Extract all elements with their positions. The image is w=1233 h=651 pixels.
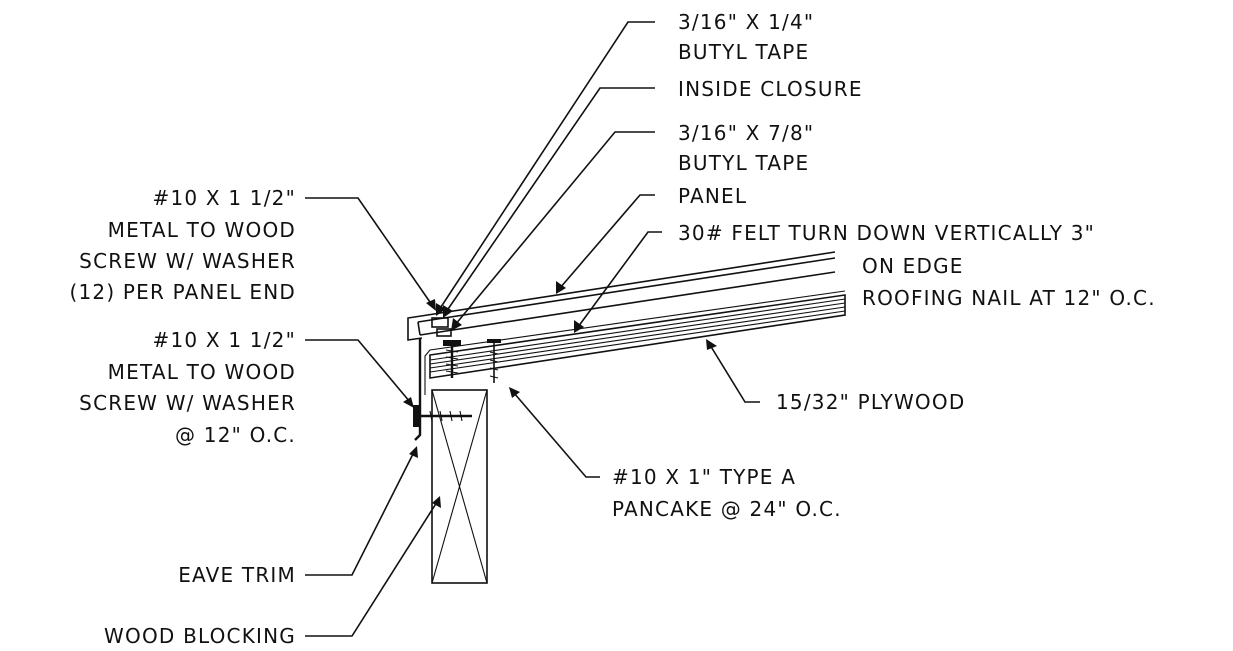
- leader-wood-blocking: [305, 496, 441, 637]
- wood-blocking: [431, 389, 488, 584]
- plywood-deck: [429, 294, 846, 379]
- label-line: #10 X 1 1/2": [153, 186, 297, 210]
- label-line: @ 12" O.C.: [175, 423, 296, 447]
- label-screw-panel-end: #10 X 1 1/2" METAL TO WOOD SCREW W/ WASH…: [69, 186, 297, 304]
- label-line: #10 X 1 1/2": [153, 328, 297, 352]
- label-line: #10 X 1" TYPE A: [612, 465, 796, 489]
- leader-butyl-small: [436, 21, 655, 316]
- felt-underlayment: [424, 290, 846, 395]
- leader-felt: [574, 231, 662, 333]
- leader-butyl-large: [451, 131, 655, 331]
- leader-screw-panel-end: [305, 197, 436, 311]
- leader-inside-closure: [443, 87, 655, 318]
- label-line: 3/16" X 7/8": [678, 121, 814, 145]
- label-pancake: #10 X 1" TYPE A PANCAKE @ 24" O.C.: [612, 465, 842, 521]
- trim-screw: [413, 405, 472, 427]
- label-line: METAL TO WOOD: [108, 360, 296, 384]
- leader-pancake: [509, 387, 600, 478]
- leader-screw-oc: [305, 339, 414, 408]
- label-plywood: 15/32" PLYWOOD: [776, 390, 965, 414]
- label-line: 3/16" X 1/4": [678, 10, 814, 34]
- eave-trim: [414, 338, 422, 441]
- label-line: BUTYL TAPE: [678, 151, 809, 175]
- label-line: SCREW W/ WASHER: [79, 249, 296, 273]
- leader-panel: [556, 194, 655, 294]
- label-felt: 30# FELT TURN DOWN VERTICALLY 3" ON EDGE…: [678, 221, 1156, 310]
- label-line: PANCAKE @ 24" O.C.: [612, 497, 842, 521]
- label-eave-trim: EAVE TRIM: [178, 563, 296, 587]
- pancake-screw: [487, 339, 501, 383]
- label-butyl-large: 3/16" X 7/8" BUTYL TAPE: [678, 121, 814, 175]
- label-line: 30# FELT TURN DOWN VERTICALLY 3": [678, 221, 1095, 245]
- label-line: ROOFING NAIL AT 12" O.C.: [862, 286, 1156, 310]
- label-line: BUTYL TAPE: [678, 40, 809, 64]
- label-screw-oc: #10 X 1 1/2" METAL TO WOOD SCREW W/ WASH…: [79, 328, 297, 447]
- label-panel: PANEL: [678, 184, 747, 208]
- panel-screw: [443, 340, 461, 378]
- label-line: (12) PER PANEL END: [69, 280, 296, 304]
- label-line: METAL TO WOOD: [108, 218, 296, 242]
- metal-panel: [407, 251, 836, 341]
- label-butyl-small: 3/16" X 1/4" BUTYL TAPE: [678, 10, 814, 64]
- leader-eave-trim: [305, 446, 418, 576]
- closure-and-tapes: [431, 317, 452, 337]
- label-line: ON EDGE: [862, 254, 964, 278]
- label-wood-blocking: WOOD BLOCKING: [104, 624, 296, 648]
- label-line: SCREW W/ WASHER: [79, 391, 296, 415]
- label-inside-closure: INSIDE CLOSURE: [678, 77, 863, 101]
- leader-plywood: [706, 339, 760, 403]
